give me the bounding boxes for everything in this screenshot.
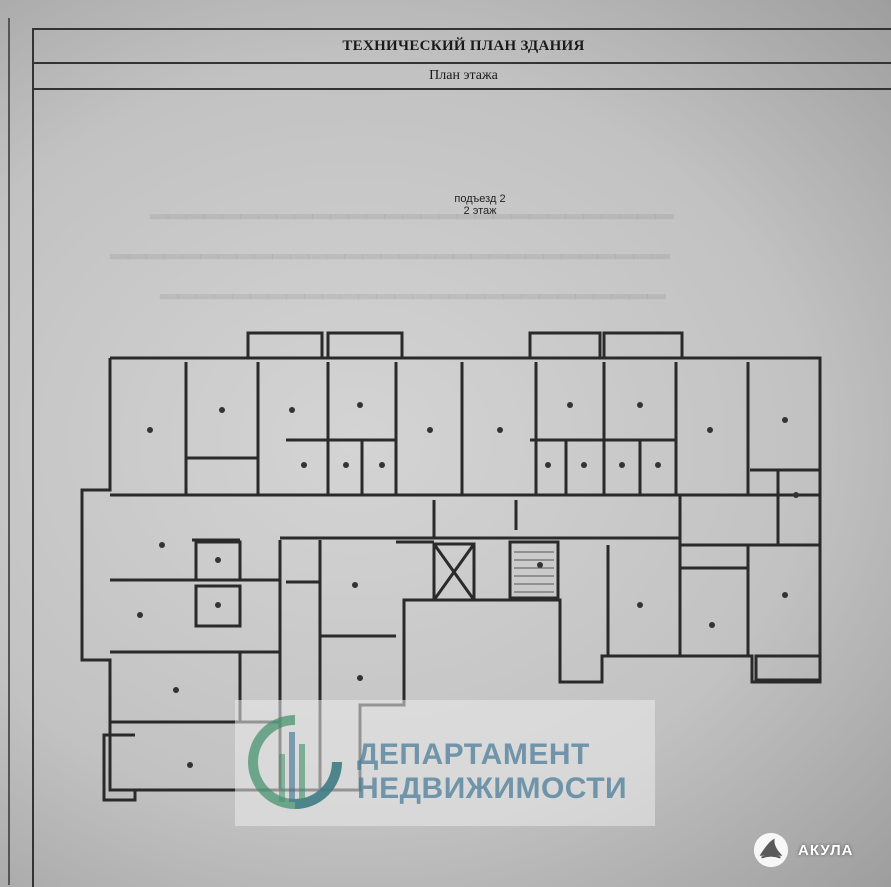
akula-brand: АКУЛА bbox=[752, 830, 853, 870]
balcony bbox=[246, 331, 324, 360]
shark-logo-icon bbox=[753, 832, 789, 868]
entrance-label: подъезд 2 bbox=[454, 193, 506, 205]
exterior-wall bbox=[102, 356, 822, 802]
document-title: ТЕХНИЧЕСКИЙ ПЛАН ЗДАНИЯ bbox=[34, 30, 891, 64]
watermark-line2: НЕДВИЖИМОСТИ bbox=[357, 772, 628, 805]
balcony bbox=[602, 331, 684, 360]
balcony bbox=[326, 331, 404, 360]
sheet-left-border bbox=[8, 18, 10, 885]
department-watermark: ДЕПАРТАМЕНТ НЕДВИЖИМОСТИ bbox=[235, 700, 655, 826]
stair-steps bbox=[514, 551, 554, 593]
floor-label: 2 этаж bbox=[463, 205, 497, 217]
plan-sheet: ТЕХНИЧЕСКИЙ ПЛАН ЗДАНИЯ План этажа bbox=[32, 28, 891, 887]
bleed-through-text: ━━━━━━━━━━━━━━━━━━━━━━━━━━━━━━━ bbox=[110, 241, 670, 274]
department-logo-icon bbox=[248, 715, 342, 809]
floor-caption: подъезд 2 2 этаж bbox=[380, 193, 580, 217]
balcony bbox=[528, 331, 602, 360]
exterior-wall bbox=[80, 358, 112, 735]
document-subtitle: План этажа bbox=[34, 64, 891, 90]
room-markers bbox=[137, 402, 799, 768]
bleed-through-text: ━━━━━━━━━━━━━━━━━━━━━━━━━━━━━ bbox=[150, 201, 674, 234]
watermark-line1: ДЕПАРТАМЕНТ bbox=[357, 738, 590, 771]
bleed-through-text: ━━━━━━━━━━━━━━━━━━━━━━━━━━━━ bbox=[160, 281, 666, 314]
akula-brand-name: АКУЛА bbox=[798, 841, 854, 859]
